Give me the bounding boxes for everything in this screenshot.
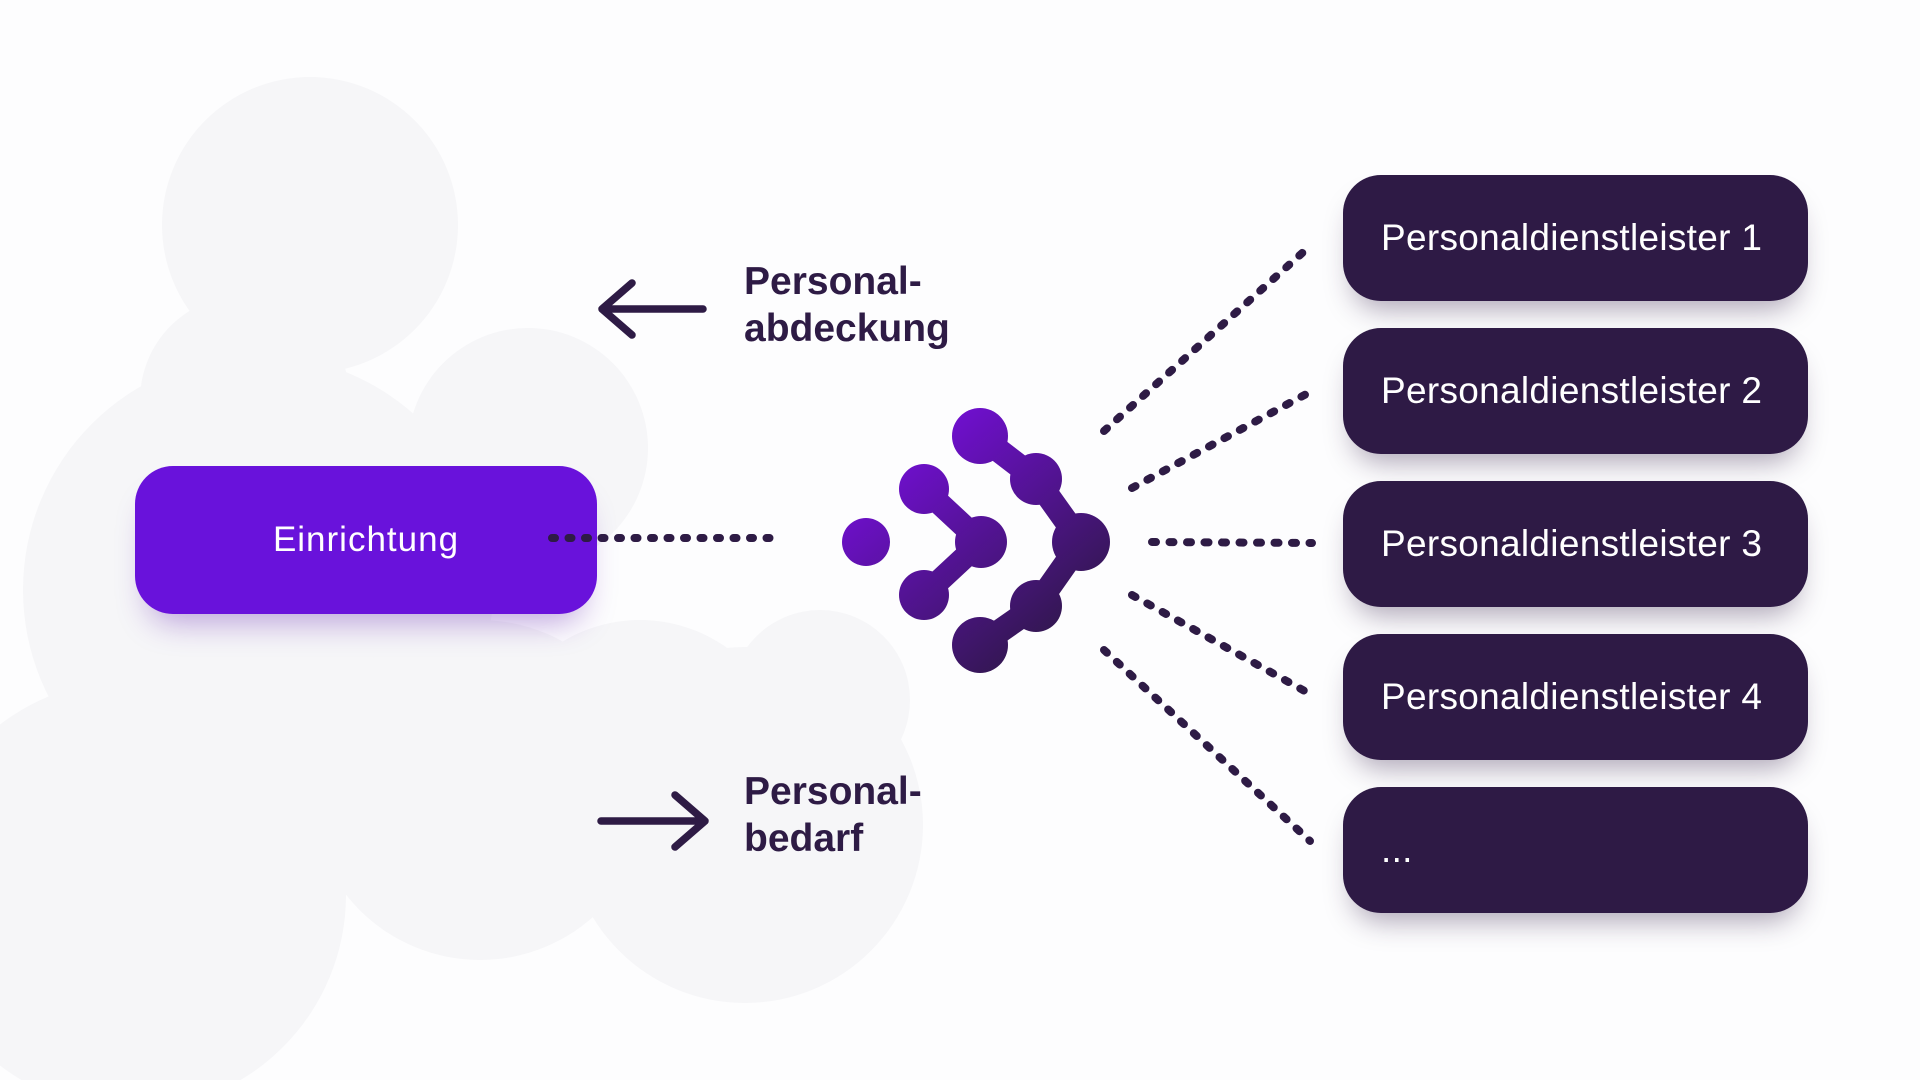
demand-label-line2: bedarf (744, 817, 864, 860)
hub-provider-connector-1 (1100, 242, 1314, 435)
provider-label: Personaldienstleister 4 (1381, 676, 1763, 717)
provider-label: Personaldienstleister 2 (1381, 370, 1763, 411)
facility-box[interactable]: Einrichtung (135, 466, 597, 614)
provider-box-5[interactable]: ... (1343, 787, 1808, 913)
hub-provider-connector-5 (1100, 646, 1314, 845)
hub-provider-connector-4 (1128, 591, 1314, 698)
coverage-arrow (598, 279, 707, 339)
provider-label: Personaldienstleister 1 (1381, 217, 1763, 258)
hub-provider-connector-2 (1128, 388, 1314, 492)
coverage-label: Personal- abdeckung (744, 258, 950, 352)
coverage-label-line2: abdeckung (744, 307, 950, 350)
provider-label: Personaldienstleister 3 (1381, 523, 1763, 564)
hub-provider-connector-3 (1148, 538, 1316, 547)
provider-box-1[interactable]: Personaldienstleister 1 (1343, 175, 1808, 301)
hub-logo-icon (842, 408, 1110, 673)
provider-box-3[interactable]: Personaldienstleister 3 (1343, 481, 1808, 607)
demand-arrow (597, 791, 709, 851)
coverage-label-line1: Personal- (744, 260, 922, 303)
provider-label: ... (1381, 829, 1413, 870)
provider-box-2[interactable]: Personaldienstleister 2 (1343, 328, 1808, 454)
demand-label: Personal- bedarf (744, 768, 922, 862)
provider-box-4[interactable]: Personaldienstleister 4 (1343, 634, 1808, 760)
facility-label: Einrichtung (272, 520, 460, 559)
demand-label-line1: Personal- (744, 770, 922, 813)
